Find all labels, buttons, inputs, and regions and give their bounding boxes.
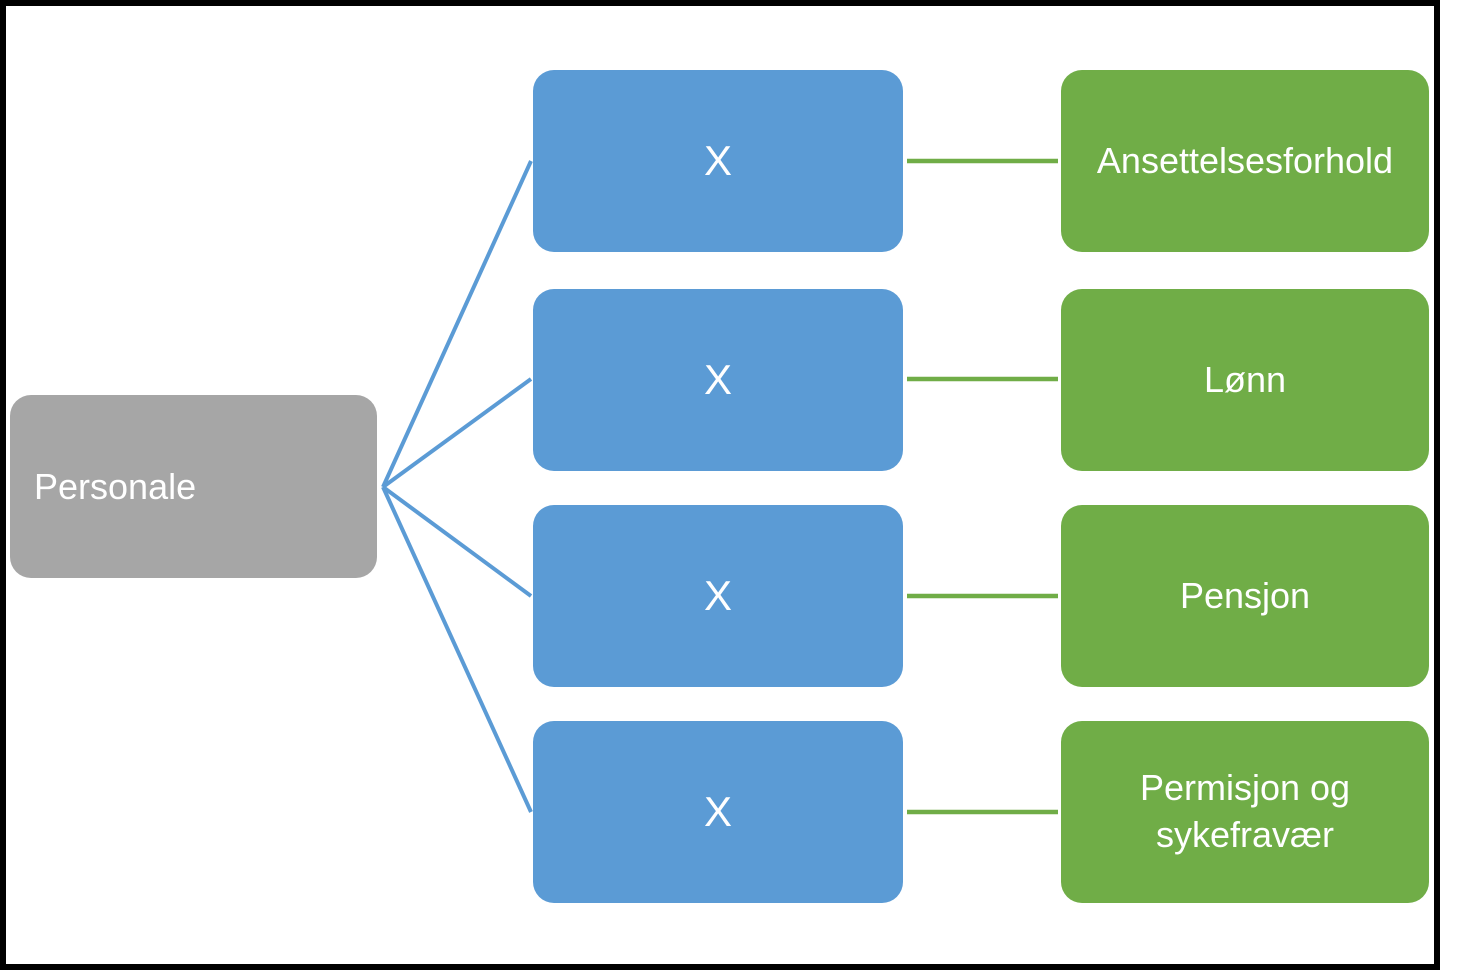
node-middle-4: X — [533, 721, 903, 903]
node-leaf-lonn: Lønn — [1061, 289, 1429, 471]
node-middle-2-label: X — [703, 356, 732, 403]
node-middle-2: X — [533, 289, 903, 471]
node-leaf-lonn-label: Lønn — [1203, 358, 1287, 400]
node-middle-3-label: X — [703, 572, 732, 619]
node-middle-1-label: X — [703, 137, 732, 184]
node-middle-3: X — [533, 505, 903, 687]
node-middle-4-label: X — [703, 788, 732, 835]
node-leaf-pensjon: Pensjon — [1061, 505, 1429, 687]
node-leaf-ansettelsesforhold-label: Ansettelsesforhold — [1096, 139, 1394, 181]
node-root-label: Personale — [34, 465, 197, 507]
node-leaf-ansettelsesforhold: Ansettelsesforhold — [1061, 70, 1429, 252]
node-middle-1: X — [533, 70, 903, 252]
node-root-personale: Personale — [10, 395, 377, 578]
node-leaf-permisjon-og-sykefravaer: Permisjon og sykefravær — [1061, 721, 1429, 903]
node-leaf-pensjon-label: Pensjon — [1179, 574, 1311, 616]
node-leaf-permisjon-og-sykefravaer-label: Permisjon og sykefravær — [1139, 767, 1351, 855]
